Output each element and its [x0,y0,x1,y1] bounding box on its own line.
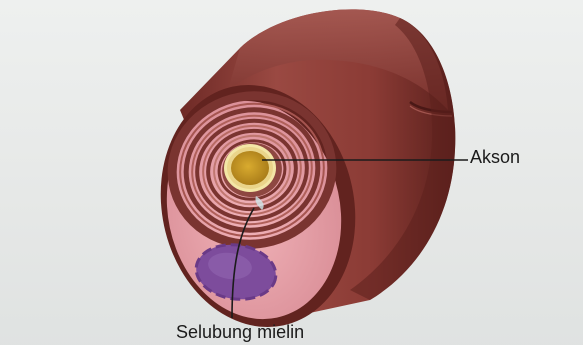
label-akson: Akson [470,147,520,168]
label-myelin-sheath: Selubung mielin [176,322,304,343]
bottom-strip [0,345,583,353]
axon-core [231,151,269,185]
